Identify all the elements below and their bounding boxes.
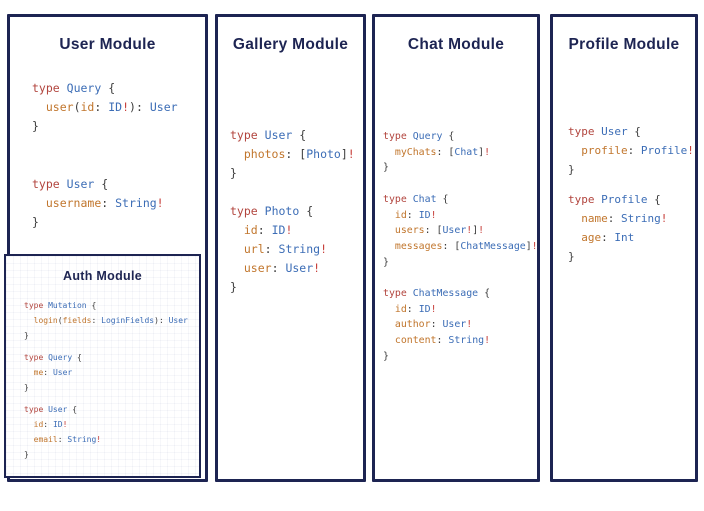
panel-title-chat-module: Chat Module [407,36,505,53]
code-chat-module: type Query { myChats: [Chat]!}type Chat … [383,129,538,365]
code-line: type Query { [24,353,82,362]
code-line: } [24,450,29,459]
code-line: me: User [33,368,73,377]
code-line: } [230,280,237,294]
code-line: type Query { [383,131,455,142]
code-type-block: type Query { me: User} [24,350,188,395]
code-line: author: User! [394,319,473,331]
code-line: username: String! [45,196,164,210]
code-line: user(id: ID!): User [45,100,178,114]
code-type-block: type User { photos: [Photo]!} [230,126,355,183]
code-type-block: type User { profile: Profile!} [568,122,694,179]
code-profile-module: type User { profile: Profile!}type Profi… [568,122,694,266]
code-type-block: type Profile { name: String! age: Int} [568,190,694,266]
code-type-block: type Mutation { login(fields: LoginField… [24,298,188,343]
code-line: name: String! [581,212,668,225]
code-line: } [24,383,29,392]
code-line: type User { [568,125,641,138]
code-line: users: [User!]! [394,225,485,237]
code-line: type ChatMessage { [383,288,491,299]
code-line: id: ID! [394,209,437,221]
code-type-block: type Query { myChats: [Chat]!} [383,129,538,176]
code-line: type Photo { [230,204,314,218]
code-line: age: Int [581,231,635,244]
code-type-block: type Photo { id: ID! url: String! user: … [230,202,355,297]
panel-title-gallery-module: Gallery Module [232,36,349,53]
code-line: login(fields: LoginFields): User [33,316,188,325]
code-auth-module: type Mutation { login(fields: LoginField… [24,298,188,462]
panel-title-profile-module: Profile Module [568,36,680,53]
code-line: type Profile { [568,193,661,206]
code-line: type User { [32,177,109,191]
code-line: type Mutation { [24,301,97,310]
code-line: type User { [230,128,307,142]
code-line: } [230,166,237,180]
code-line: messages: [ChatMessage]! [394,240,538,252]
code-line: type Query { [32,81,116,95]
code-line: id: ID! [394,303,437,315]
code-line: photos: [Photo]! [243,147,355,161]
panel-title-auth-module: Auth Module [63,269,142,283]
code-type-block: type User { id: ID! email: String!} [24,402,188,462]
code-line: } [383,350,389,362]
code-type-block: type Query { user(id: ID!): User} [32,79,178,136]
panel-gallery-module: Gallery Module type User { photos: [Phot… [215,14,366,482]
code-line: } [568,163,575,176]
panel-auth-module: Auth Module type Mutation { login(fields… [4,254,201,478]
code-line: } [32,119,39,133]
code-line: profile: Profile! [581,144,694,157]
code-gallery-module: type User { photos: [Photo]!}type Photo … [230,126,355,297]
code-line: } [24,331,29,340]
code-line: type User { [24,405,78,414]
code-user-module: type Query { user(id: ID!): User}type Us… [32,79,178,232]
code-line: } [383,256,389,268]
code-type-block: type ChatMessage { id: ID! author: User!… [383,286,538,365]
panel-chat-module: Chat Module type Query { myChats: [Chat]… [372,14,540,482]
code-line: user: User! [243,261,321,275]
code-line: } [383,162,389,174]
panel-profile-module: Profile Module type User { profile: Prof… [550,14,698,482]
code-line: content: String! [394,335,491,347]
code-line: id: ID! [243,223,293,237]
code-type-block: type Chat { id: ID! users: [User!]! mess… [383,192,538,271]
code-line: type Chat { [383,193,449,205]
code-line: id: ID! [33,420,68,429]
code-line: } [32,215,39,229]
panel-title-user-module: User Module [59,36,156,53]
code-type-block: type User { username: String!} [32,175,178,232]
code-line: } [568,250,575,263]
code-line: email: String! [33,435,102,444]
code-line: url: String! [243,242,327,256]
code-line: myChats: [Chat]! [394,146,491,158]
